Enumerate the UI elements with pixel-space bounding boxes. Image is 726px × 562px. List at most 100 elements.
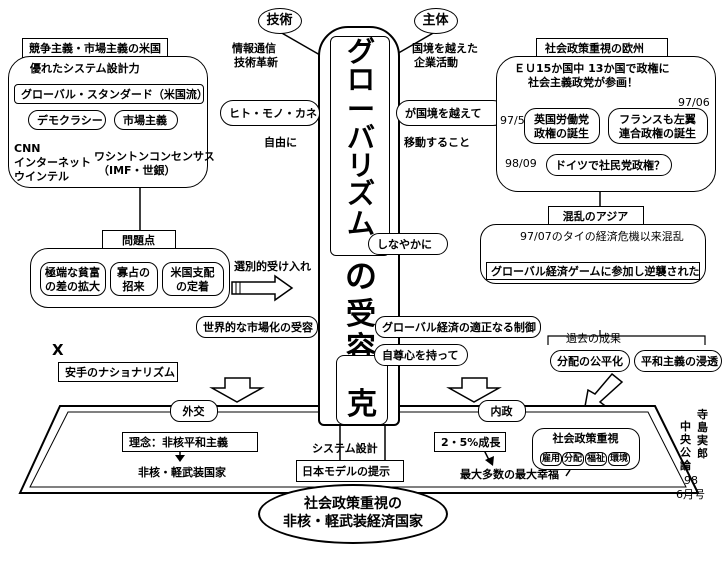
jiyuu-label: 自由に bbox=[264, 136, 297, 149]
diplomacy-tab: 外交 bbox=[170, 400, 218, 422]
final-line1: 社会政策重視の bbox=[304, 496, 402, 512]
peace-label: 平和主義の浸透 bbox=[641, 355, 718, 368]
title-char: ム bbox=[346, 207, 375, 240]
idea-box: 理念：非核平和主義 bbox=[122, 432, 258, 452]
sub-env-label: 環境 bbox=[610, 454, 629, 464]
asia-header-label: 混乱のアジア bbox=[562, 210, 629, 223]
us-header: 競争主義・市場主義の米国 bbox=[22, 38, 168, 58]
problem-2-line1: 寡占の bbox=[117, 266, 150, 279]
sub-welfare: 福祉 bbox=[585, 452, 607, 466]
market-label: 市場主義 bbox=[123, 114, 167, 127]
eu-date2: 97/5 bbox=[500, 114, 525, 127]
title-char: グ bbox=[346, 35, 375, 68]
problem-1-line2: の差の拡大 bbox=[45, 280, 100, 293]
jisonshin-label: 自尊心を持って bbox=[382, 349, 459, 362]
idea-label: 理念：非核平和主義 bbox=[129, 436, 228, 449]
title-frame-top bbox=[330, 36, 390, 256]
asia-header: 混乱のアジア bbox=[548, 206, 644, 226]
eu-line1: ＥＵ15か国中 13か国で政権に bbox=[514, 62, 670, 75]
eu-date3: 98/09 bbox=[505, 157, 537, 170]
pub-char: 公 bbox=[680, 446, 691, 459]
past-header: 過去の成果 bbox=[566, 332, 621, 345]
growth-label: 2・5%成長 bbox=[441, 436, 501, 449]
nationalism-box: 安手のナショナリズム bbox=[58, 362, 178, 382]
tekisei-box: グローバル経済の適正なる制御 bbox=[375, 316, 541, 338]
author-char: 島 bbox=[697, 421, 708, 434]
democracy-label: デモクラシー bbox=[37, 114, 103, 127]
imf-label: （IMF・世銀） bbox=[98, 164, 176, 177]
problem-3: 米国支配 の定着 bbox=[162, 262, 224, 296]
author-char: 郎 bbox=[697, 447, 708, 460]
asia-line1: 97/07のタイの経済危機以来混乱 bbox=[520, 230, 684, 243]
domestic-tab: 内政 bbox=[478, 400, 526, 422]
japan-model-label: 日本モデルの提示 bbox=[302, 465, 390, 478]
standard-box: グローバル・スタンダード（米国流） bbox=[14, 84, 208, 104]
author-char: 実 bbox=[697, 434, 708, 447]
kokkyou-label: が国境を越えて bbox=[405, 107, 482, 120]
washington-label: ワシントンコンセンサス bbox=[94, 150, 215, 163]
pub-char: 央 bbox=[680, 433, 691, 446]
sub-dist-label: 分配 bbox=[564, 454, 583, 464]
fr-line1: フランスも左翼 bbox=[619, 113, 696, 126]
senbetsu-label: 選別的受け入れ bbox=[234, 260, 311, 273]
tech-note-1: 情報通信 bbox=[232, 42, 276, 55]
eu-date1: 97/06 bbox=[678, 96, 710, 109]
subject-label: 主体 bbox=[422, 13, 449, 28]
dist-label: 分配の公平化 bbox=[557, 355, 623, 368]
japan-model-box: 日本モデルの提示 bbox=[296, 460, 404, 482]
problem-1-line1: 極端な貧富 bbox=[45, 266, 100, 279]
subject-note-1: 国境を越えた bbox=[412, 42, 478, 55]
title-char: バ bbox=[346, 121, 375, 154]
uk-line2: 政権の誕生 bbox=[534, 127, 589, 140]
asia-line2: グローバル経済ゲームに参加し逆襲された bbox=[491, 265, 700, 278]
title-char: 受 bbox=[346, 297, 376, 332]
shinayaka-label: しなやかに bbox=[377, 238, 432, 251]
us-header-label: 競争主義・市場主義の米国 bbox=[29, 42, 161, 55]
social-policy-label: 社会政策重視 bbox=[552, 432, 619, 445]
sub-welfare-label: 福祉 bbox=[587, 454, 606, 464]
title-char: ロ bbox=[346, 63, 375, 96]
nationalism-label: 安手のナショナリズム bbox=[65, 366, 175, 379]
title-char: ズ bbox=[346, 177, 375, 210]
sekaiteki-box: 世界的な市場化の受容 bbox=[196, 316, 318, 338]
eu-line2: 社会主義政党が参画！ bbox=[528, 76, 638, 89]
peace-bubble: 平和主義の浸透 bbox=[634, 350, 722, 372]
diplomacy-label: 外交 bbox=[182, 405, 205, 418]
de-label: ドイツで社民党政権？ bbox=[555, 159, 665, 172]
eu-header: 社会政策重視の欧州 bbox=[536, 38, 668, 58]
sub-employ-label: 雇用 bbox=[542, 454, 561, 464]
source-issue: 6月号 bbox=[676, 488, 705, 501]
tech-ellipse: 技術 bbox=[258, 8, 302, 34]
sekaiteki-label: 世界的な市場化の受容 bbox=[203, 321, 313, 334]
jisonshin-bubble: 自尊心を持って bbox=[374, 344, 468, 366]
problems-header: 問題点 bbox=[102, 230, 176, 250]
uk-line1: 英国労働党 bbox=[534, 113, 589, 126]
source-year: 98 bbox=[684, 474, 698, 487]
internet-label: インターネット bbox=[14, 156, 91, 169]
problems-header-label: 問題点 bbox=[122, 234, 155, 247]
title-char: 克 bbox=[347, 387, 377, 422]
problem-2-line2: 招来 bbox=[122, 280, 145, 293]
tech-label: 技術 bbox=[266, 13, 293, 28]
democracy-pill: デモクラシー bbox=[28, 110, 106, 130]
subject-note-2: 企業活動 bbox=[414, 56, 458, 69]
problem-3-line2: の定着 bbox=[176, 280, 209, 293]
system-design-label: システム設計 bbox=[312, 442, 378, 455]
intel-label: ウインテル bbox=[14, 170, 69, 183]
problem-2: 寡占の 招来 bbox=[110, 262, 158, 296]
pub-char: 中 bbox=[680, 420, 691, 433]
title-char: の bbox=[344, 257, 377, 295]
title-frame-bottom bbox=[336, 355, 388, 425]
kokkyou-box: が国境を越えて bbox=[396, 100, 506, 126]
x-mark: X bbox=[52, 341, 64, 359]
hito-mono-label: ヒト・モノ・カネ bbox=[229, 107, 317, 120]
problem-3-line1: 米国支配 bbox=[170, 266, 215, 279]
title-char: リ bbox=[346, 149, 375, 182]
us-system: 優れたシステム設計力 bbox=[30, 62, 140, 75]
pub-char: 論 bbox=[680, 459, 691, 472]
standard-label: グローバル・スタンダード（米国流） bbox=[21, 88, 208, 101]
uk-bubble: 英国労働党 政権の誕生 bbox=[524, 108, 600, 144]
cnn-label: CNN bbox=[14, 142, 41, 155]
final-ellipse: 社会政策重視の 非核・軽武装経済国家 bbox=[258, 484, 448, 544]
